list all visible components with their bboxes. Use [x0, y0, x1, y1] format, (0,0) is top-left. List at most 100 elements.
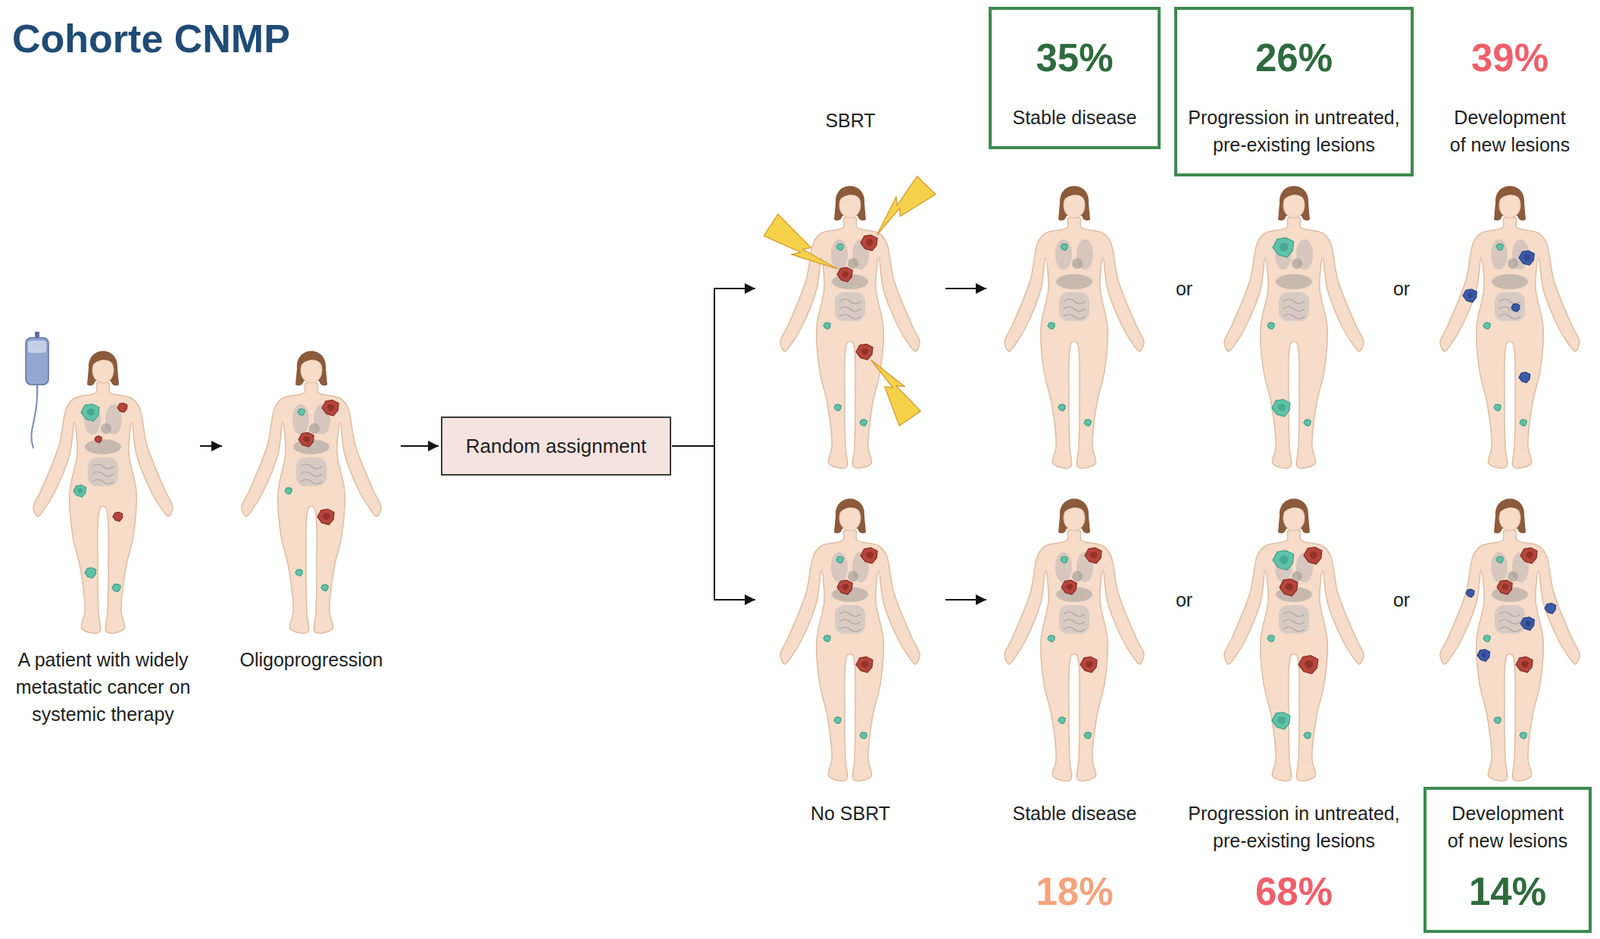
intestine — [834, 605, 866, 635]
lesion — [856, 656, 873, 673]
lesion-shape — [295, 569, 303, 577]
figure-node: Progression in untreated, pre-existing l… — [1174, 492, 1414, 937]
label-text: Stable disease — [996, 103, 1154, 132]
lesion-shape — [1058, 404, 1066, 412]
lesion-core — [1521, 661, 1529, 669]
lesion-shape — [856, 656, 873, 673]
lesion — [860, 547, 878, 564]
lesion — [1084, 732, 1091, 740]
lesion-shape — [1465, 589, 1475, 597]
caption: Progression in untreated, pre-existing l… — [1174, 787, 1414, 934]
lesion — [1084, 419, 1091, 427]
percentage: 26% — [1181, 35, 1407, 82]
lesion-shape — [856, 343, 873, 360]
lesion-shape — [1520, 617, 1535, 631]
lesion-shape — [1303, 419, 1311, 427]
lesion-shape — [117, 403, 128, 413]
lightning-bolt — [763, 214, 838, 269]
lesion-shape — [823, 322, 831, 330]
intestine — [1059, 605, 1090, 635]
intestine-lines — [92, 464, 114, 485]
lesion-core — [1278, 556, 1288, 566]
label-text: Random assignment — [465, 434, 647, 459]
heart — [1291, 258, 1303, 269]
lesion — [1477, 650, 1491, 663]
arrow-connector — [671, 446, 756, 600]
lung — [1055, 239, 1072, 270]
body — [1224, 216, 1364, 469]
lesion — [823, 635, 831, 643]
lesion — [321, 400, 339, 416]
intestine-lines — [839, 299, 861, 319]
lesion — [84, 568, 97, 579]
human-figure — [241, 351, 382, 635]
label-text: Progression in untreated, pre-existing l… — [1181, 800, 1407, 855]
caption: 39%Development of new lesions — [1428, 6, 1591, 177]
lesion-shape — [321, 400, 339, 416]
lesion-shape — [1060, 556, 1068, 564]
lesion-shape — [836, 243, 844, 251]
percentage: 14% — [1444, 869, 1571, 916]
hair — [1062, 503, 1087, 515]
lesion-core — [1278, 243, 1288, 253]
hair — [1062, 190, 1087, 202]
lesion — [1047, 635, 1055, 643]
human-figure — [25, 331, 173, 634]
lesion-shape — [1060, 243, 1068, 251]
lesion — [1496, 243, 1504, 251]
label-text: SBRT — [760, 106, 941, 135]
lesion-core — [1525, 620, 1532, 627]
lesion — [1303, 732, 1311, 740]
lesion-shape — [1519, 419, 1527, 427]
figure-node: Development of new lesions14% — [1423, 492, 1592, 937]
percentage: 35% — [996, 35, 1154, 82]
heart — [1071, 571, 1083, 582]
lung — [831, 552, 848, 583]
lesion — [856, 343, 873, 360]
process-box: Random assignment — [440, 416, 672, 476]
lesion-core — [865, 239, 874, 247]
lesion — [1272, 237, 1294, 258]
lesion — [117, 403, 128, 413]
lightning-bolt — [877, 176, 936, 235]
lesion-core — [861, 348, 869, 356]
lesion — [284, 487, 292, 495]
label-text: Progression in untreated, pre-existing l… — [1181, 103, 1407, 159]
lesion — [1272, 550, 1294, 571]
body — [1440, 216, 1580, 469]
lesion — [859, 732, 867, 740]
lesion-shape — [859, 419, 867, 427]
lesion — [1483, 322, 1491, 330]
lung — [1490, 552, 1508, 583]
lesion-shape — [837, 580, 853, 595]
intestine-lines — [1063, 612, 1085, 632]
lesion-core — [1277, 716, 1286, 725]
lesion — [837, 580, 853, 595]
heart — [1507, 258, 1519, 269]
heart — [309, 423, 320, 435]
highlight-box: Development of new lesions14% — [1423, 787, 1592, 934]
lesion — [81, 404, 100, 422]
lesion-shape — [1267, 635, 1275, 643]
human-figure — [1004, 186, 1144, 469]
arrow-connector — [945, 287, 987, 290]
lesion-shape — [1047, 322, 1055, 330]
hair — [1497, 190, 1522, 202]
lesion-shape — [860, 234, 878, 251]
hair — [1278, 186, 1310, 222]
lesion-shape — [1511, 303, 1520, 312]
lesion-shape — [1493, 404, 1501, 412]
lesion — [1496, 556, 1504, 564]
intestine — [1059, 292, 1090, 322]
lung — [1055, 552, 1072, 583]
lesion — [1493, 717, 1501, 725]
lesion — [297, 409, 305, 416]
lesion-shape — [1271, 712, 1291, 730]
lesion-shape — [834, 404, 841, 412]
lesion-shape — [1084, 419, 1091, 427]
lesion-shape — [1496, 556, 1504, 564]
lesion-shape — [1279, 579, 1298, 597]
heart — [1071, 258, 1083, 269]
caption: Oligoprogression — [224, 643, 399, 677]
